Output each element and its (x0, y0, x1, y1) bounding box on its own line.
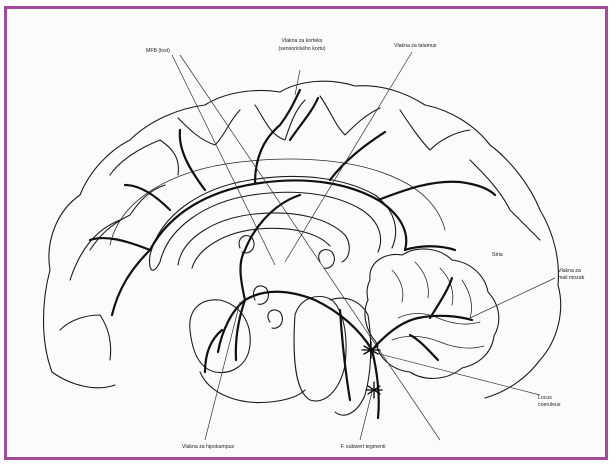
gyrus-line (60, 315, 111, 360)
gyrus-line (400, 110, 470, 150)
fiber-cortex-branch (90, 238, 150, 250)
gyrus-line (255, 100, 305, 140)
cerebellum-folia (392, 336, 484, 348)
gyrus-line (320, 96, 380, 135)
fornix (192, 228, 330, 268)
leader-nucleus (360, 392, 372, 440)
gyrus-line (470, 160, 540, 240)
fiber-hippocampus (205, 330, 222, 372)
fiber-cortex-branch (378, 182, 495, 200)
fiber-cerebellum-branch (430, 278, 452, 318)
gyrus-line (70, 220, 120, 280)
corpus-callosum (149, 255, 160, 270)
label-cortex-line1: Vlakna za korteks (282, 38, 323, 44)
leader-cerebellum (470, 278, 555, 318)
fiber-cortex-branch (330, 132, 385, 180)
corpus-callosum (150, 176, 396, 255)
cerebellum-folia (392, 270, 403, 302)
fiber-cortex-branch (290, 98, 318, 140)
cerebellum-folia (462, 280, 472, 318)
label-tegmentum-line1: Locus (538, 395, 552, 401)
mammillary-body (319, 250, 335, 269)
fiber-cortex-branch (112, 250, 150, 315)
pons (294, 296, 346, 400)
fiber-cerebellum-branch (410, 335, 438, 360)
leader-hippocampus (205, 302, 240, 440)
label-cerebellum-line2: mali mozak (558, 275, 585, 281)
fiber-cortex-branch (180, 130, 205, 190)
fiber-to-cortex (240, 195, 300, 300)
gyrus-line (178, 110, 240, 145)
cerebellum-folia (415, 262, 428, 298)
label-cerebellum-line1: Vlakna za (558, 268, 581, 274)
label-mfb: MFB (lost) (146, 48, 170, 54)
label-thalamus: Vlakna za talamus (394, 43, 437, 49)
fiber-descending (372, 350, 379, 418)
fiber-descending (340, 310, 350, 400)
amygdala-curl (268, 310, 283, 328)
label-cortex-line2: (sensorického kortu) (279, 46, 326, 52)
gyrus-line (52, 372, 115, 388)
corpus-callosum (160, 192, 381, 262)
leader-tegmentum (372, 352, 540, 395)
label-tegmentum-line2: coeruleus (538, 402, 561, 408)
label-nucleus: F. subwert tegmenti (341, 444, 386, 450)
label-stria: Stria (492, 252, 503, 258)
label-hippocampus: Vlakna za hipokampus (182, 444, 235, 450)
